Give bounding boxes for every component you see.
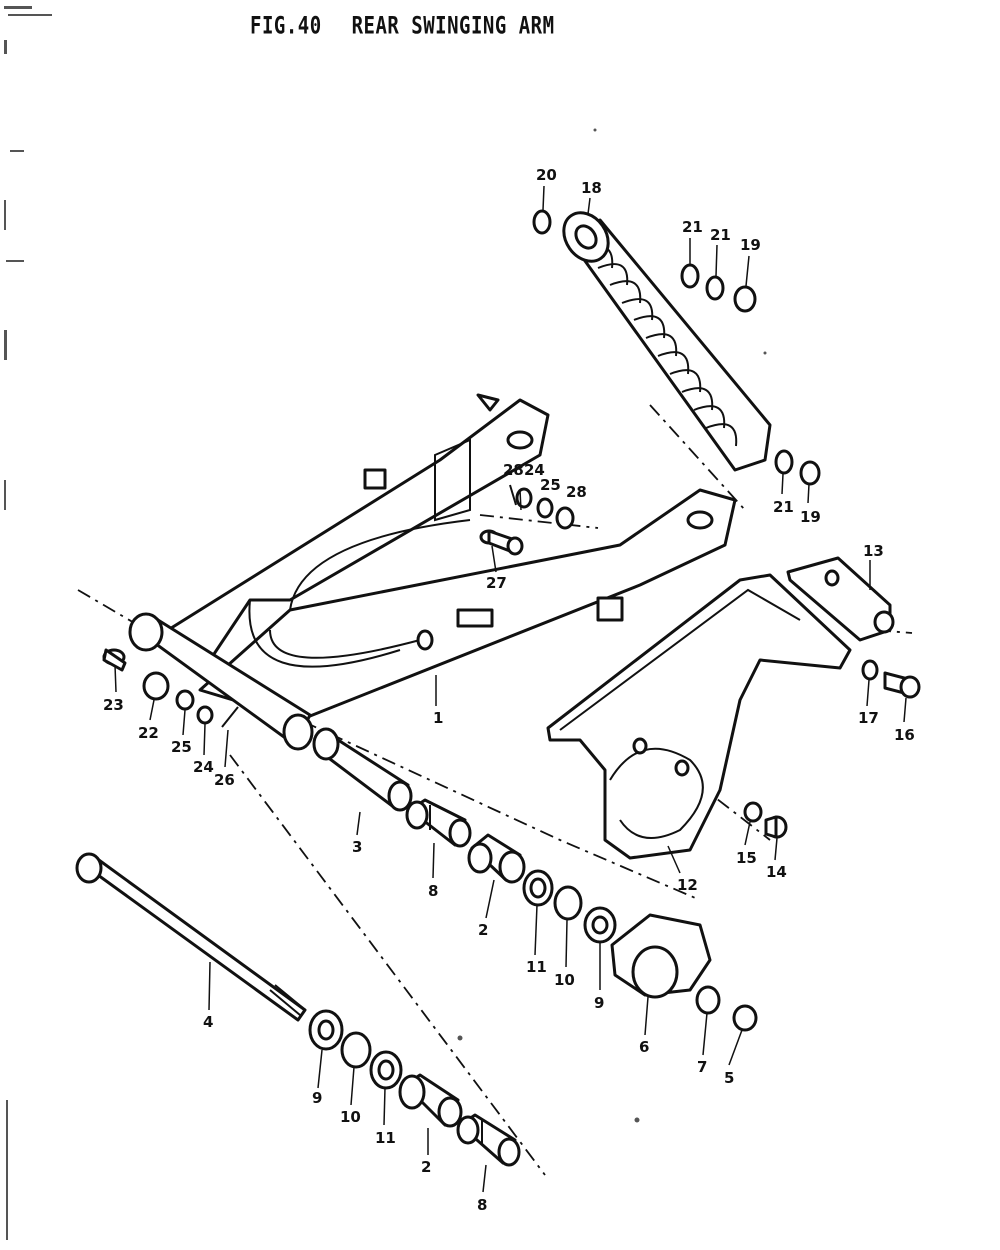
callout-15: 15 bbox=[736, 849, 757, 867]
callout-21c: 21 bbox=[773, 498, 794, 516]
callout-10a: 10 bbox=[554, 971, 575, 989]
callout-8a: 8 bbox=[428, 882, 438, 900]
callout-24b: 24 bbox=[193, 758, 214, 776]
washer-20 bbox=[532, 209, 552, 235]
pin-26 bbox=[221, 706, 239, 728]
callout-9a: 9 bbox=[594, 994, 604, 1012]
swinging-arm bbox=[128, 393, 737, 751]
chain-guide-bracket-b bbox=[596, 596, 624, 622]
washer-25-right bbox=[536, 497, 554, 519]
callout-27: 27 bbox=[486, 574, 507, 592]
bushing-2-upper bbox=[467, 833, 526, 884]
callout-2b: 2 bbox=[421, 1158, 431, 1176]
callout-5: 5 bbox=[724, 1069, 734, 1087]
washer-15 bbox=[743, 801, 763, 823]
bushing-2-lower bbox=[398, 1073, 463, 1128]
shock-hardware bbox=[532, 209, 821, 486]
nut-5 bbox=[732, 1004, 758, 1032]
callout-11b: 11 bbox=[375, 1129, 396, 1147]
callout-21a: 21 bbox=[682, 218, 703, 236]
callout-13: 13 bbox=[863, 542, 884, 560]
figure-number: FIG.40 bbox=[250, 12, 322, 40]
callout-2a: 2 bbox=[478, 921, 488, 939]
washer-28 bbox=[555, 506, 575, 530]
washer-25-left bbox=[175, 689, 195, 711]
chain-case-bracket bbox=[786, 556, 895, 642]
callout-28a: 28 bbox=[503, 461, 524, 479]
center-bracket bbox=[456, 608, 494, 628]
callout-11a: 11 bbox=[526, 958, 547, 976]
adjuster-6 bbox=[610, 913, 712, 999]
callout-12: 12 bbox=[677, 876, 698, 894]
callout-19a: 19 bbox=[740, 236, 761, 254]
callout-26: 26 bbox=[214, 771, 235, 789]
callout-25a: 25 bbox=[540, 476, 561, 494]
callout-24a: 24 bbox=[524, 461, 545, 479]
callout-17: 17 bbox=[858, 709, 879, 727]
pin-28-left bbox=[509, 484, 517, 506]
nut-19-lower bbox=[799, 460, 821, 486]
callout-14: 14 bbox=[766, 863, 787, 881]
chain-guide-bracket-a bbox=[363, 468, 387, 490]
nut-24-right bbox=[515, 487, 533, 509]
callout-25b: 25 bbox=[171, 738, 192, 756]
bolt-27 bbox=[479, 529, 524, 556]
leader-lines bbox=[114, 185, 907, 1193]
callout-23: 23 bbox=[103, 696, 124, 714]
chain-case bbox=[546, 573, 852, 860]
washer-10-right bbox=[553, 885, 583, 921]
callout-22: 22 bbox=[138, 724, 159, 742]
scan-noise bbox=[4, 6, 767, 1240]
washer-21-upper-b bbox=[705, 275, 725, 301]
callout-10b: 10 bbox=[340, 1108, 361, 1126]
callout-6: 6 bbox=[639, 1038, 649, 1056]
washer-21-upper-a bbox=[680, 263, 700, 289]
washer-7 bbox=[695, 985, 721, 1015]
rear-shock-absorber bbox=[562, 211, 772, 472]
callout-1: 1 bbox=[433, 709, 443, 727]
assembly-centerlines bbox=[77, 404, 913, 1176]
figure-title: FIG.40 REAR SWINGING ARM bbox=[250, 12, 573, 40]
callout-labels: 20 18 21 21 19 21 19 28 24 25 28 27 1 13… bbox=[103, 166, 915, 1214]
bolt-16 bbox=[883, 671, 921, 699]
spacer-22 bbox=[142, 671, 170, 701]
callout-4: 4 bbox=[203, 1013, 213, 1031]
collar-8-upper bbox=[405, 798, 472, 848]
nut-19-upper bbox=[733, 285, 757, 313]
callout-28b: 28 bbox=[566, 483, 587, 501]
collar-8-lower bbox=[456, 1113, 521, 1167]
callout-9b: 9 bbox=[312, 1089, 322, 1107]
figure-name: REAR SWINGING ARM bbox=[351, 12, 555, 40]
pivot-shaft-4 bbox=[75, 852, 307, 1022]
washer-10-left bbox=[340, 1031, 372, 1069]
callout-19b: 19 bbox=[800, 508, 821, 526]
bolt-14 bbox=[764, 815, 788, 839]
washer-17 bbox=[861, 659, 879, 681]
callout-8b: 8 bbox=[477, 1196, 487, 1214]
pivot-bushing-3 bbox=[312, 727, 413, 812]
nut-24-left bbox=[196, 705, 214, 725]
washer-21-lower bbox=[774, 449, 794, 475]
callout-18: 18 bbox=[581, 179, 602, 197]
callout-20: 20 bbox=[536, 166, 557, 184]
callout-21b: 21 bbox=[710, 226, 731, 244]
callout-16: 16 bbox=[894, 726, 915, 744]
callout-3: 3 bbox=[352, 838, 362, 856]
callout-7: 7 bbox=[697, 1058, 707, 1076]
